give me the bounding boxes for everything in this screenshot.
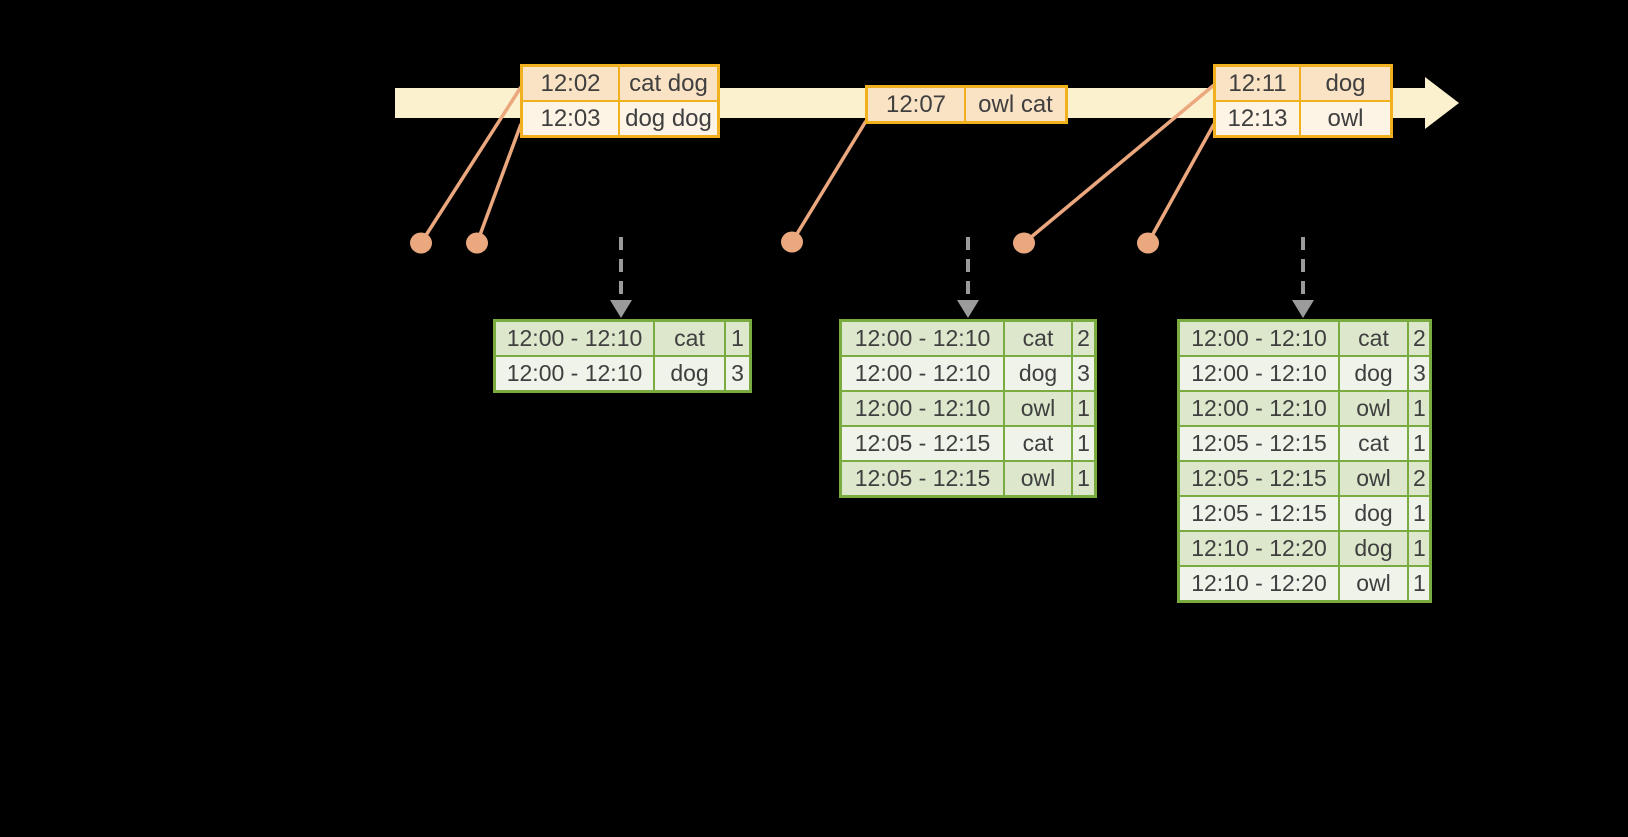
table-cell: 12:00 - 12:10 <box>1177 355 1340 392</box>
table-cell: 1 <box>1407 495 1432 532</box>
table-cell: dog <box>1338 355 1409 392</box>
table-cell: owl <box>1003 460 1073 498</box>
table-cell: 1 <box>1071 390 1097 427</box>
table-cell: 1 <box>724 319 752 357</box>
event-time-dot <box>1137 232 1159 254</box>
table-cell: 3 <box>1071 355 1097 392</box>
table-cell: cat <box>1338 319 1409 357</box>
timeline-arrowhead-icon <box>1425 77 1459 129</box>
table-cell: dog <box>653 355 726 393</box>
table-cell: 1 <box>1071 425 1097 462</box>
trigger-arrow <box>610 237 632 318</box>
table-cell: 2 <box>1407 319 1432 357</box>
table-cell: 1 <box>1407 425 1432 462</box>
table-cell: dog <box>1299 64 1393 102</box>
table-cell: 2 <box>1407 460 1432 497</box>
table-cell: cat <box>653 319 726 357</box>
table-cell: owl <box>1338 565 1409 603</box>
table-cell: 1 <box>1407 565 1432 603</box>
event-connector-line <box>419 86 523 244</box>
table-cell: 12:10 - 12:20 <box>1177 530 1340 567</box>
table-cell: dog <box>1338 495 1409 532</box>
trigger-arrowhead-icon <box>610 300 632 318</box>
table-cell: dog dog <box>618 100 720 138</box>
table-cell: owl <box>1003 390 1073 427</box>
table-cell: 1 <box>1071 460 1097 498</box>
event-connector-line <box>1146 123 1216 244</box>
table-cell: 12:03 <box>520 100 620 138</box>
table-cell: 12:05 - 12:15 <box>839 425 1005 462</box>
table-cell: owl <box>1299 100 1393 138</box>
table-cell: 12:00 - 12:10 <box>839 355 1005 392</box>
event-connector-line <box>475 123 523 244</box>
table-cell: 1 <box>1407 390 1432 427</box>
event-time-dot <box>466 232 488 254</box>
table-cell: 1 <box>1407 530 1432 567</box>
table-cell: owl <box>1338 460 1409 497</box>
table-cell: 12:05 - 12:15 <box>839 460 1005 498</box>
trigger-arrowhead-icon <box>957 300 979 318</box>
table-cell: dog <box>1003 355 1073 392</box>
table-cell: owl cat <box>964 85 1068 124</box>
event-connector-line <box>1022 83 1216 245</box>
table-cell: 12:07 <box>865 85 966 124</box>
trigger-arrowhead-icon <box>1292 300 1314 318</box>
table-cell: 12:02 <box>520 64 620 102</box>
trigger-arrow <box>957 237 979 318</box>
table-cell: 12:10 - 12:20 <box>1177 565 1340 603</box>
table-cell: 3 <box>724 355 752 393</box>
table-cell: dog <box>1338 530 1409 567</box>
table-cell: 12:05 - 12:15 <box>1177 495 1340 532</box>
table-cell: 12:11 <box>1213 64 1301 102</box>
table-cell: 12:00 - 12:10 <box>1177 390 1340 427</box>
table-cell: 12:00 - 12:10 <box>493 319 655 357</box>
table-cell: 12:13 <box>1213 100 1301 138</box>
table-cell: owl <box>1338 390 1409 427</box>
event-time-dot <box>1013 232 1035 254</box>
table-cell: 3 <box>1407 355 1432 392</box>
table-cell: cat dog <box>618 64 720 102</box>
table-cell: 2 <box>1071 319 1097 357</box>
table-cell: 12:00 - 12:10 <box>839 390 1005 427</box>
event-connector-line <box>790 120 868 243</box>
table-cell: cat <box>1338 425 1409 462</box>
table-cell: cat <box>1003 425 1073 462</box>
table-cell: 12:00 - 12:10 <box>493 355 655 393</box>
event-time-dot <box>781 231 803 253</box>
table-cell: 12:00 - 12:10 <box>839 319 1005 357</box>
event-time-dot <box>410 232 432 254</box>
table-cell: 12:00 - 12:10 <box>1177 319 1340 357</box>
table-cell: cat <box>1003 319 1073 357</box>
trigger-arrow <box>1292 237 1314 318</box>
table-cell: 12:05 - 12:15 <box>1177 460 1340 497</box>
table-cell: 12:05 - 12:15 <box>1177 425 1340 462</box>
